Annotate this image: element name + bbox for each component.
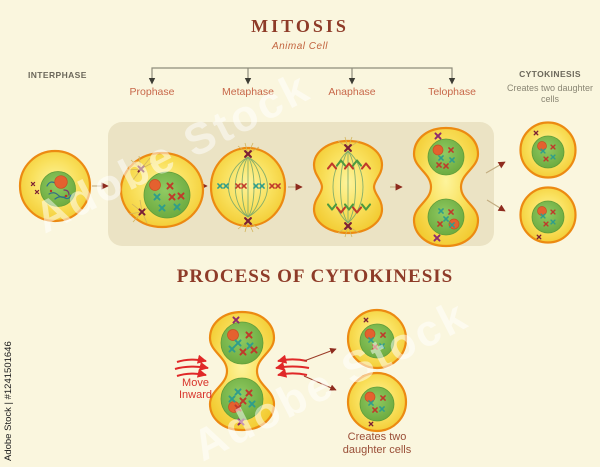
cytokinesis-section-title: PROCESS OF CYTOKINESIS — [176, 266, 454, 287]
anaphase-label: Anaphase — [328, 86, 376, 98]
nucleolus — [149, 179, 161, 191]
bracket-arrow-icon — [348, 78, 356, 85]
move-inward-label: Move Inward — [178, 377, 213, 401]
arrow-icon — [303, 348, 337, 362]
cytokinesis-daughter-cell-bottom — [346, 371, 408, 433]
split-arrows — [303, 348, 337, 391]
bracket-arrow-icon — [148, 78, 156, 85]
daughter-cell-top — [519, 121, 577, 179]
inward-arrows-left — [174, 354, 209, 378]
cytokinesis-label: CYTOKINESIS — [519, 69, 581, 79]
prophase-cell — [119, 151, 205, 229]
nucleolus — [227, 329, 239, 341]
cytokinesis-note: Creates two daughter cells — [506, 83, 594, 104]
arrow-icon — [303, 375, 337, 391]
cytokinesis-dividing-cell — [208, 310, 276, 432]
nucleolus — [432, 144, 444, 156]
phase-bracket — [148, 67, 456, 85]
metaphase-cell — [209, 142, 287, 233]
page-title: MITOSIS — [251, 16, 349, 36]
daughter-cell-bottom — [519, 186, 577, 244]
nucleolus — [54, 175, 68, 189]
cytokinesis-daughter-cell-top — [346, 308, 408, 370]
result-note: Creates two daughter cells — [342, 431, 412, 456]
bracket-arrow-icon — [244, 78, 252, 85]
inward-arrows-right — [275, 354, 310, 378]
arrow-icon — [485, 161, 506, 174]
interphase-label: INTERPHASE — [28, 70, 87, 80]
telophase-cell — [412, 126, 480, 248]
anaphase-cell — [312, 136, 384, 238]
spindle-fibers — [332, 150, 364, 224]
page-subtitle: Animal Cell — [271, 41, 329, 52]
metaphase-label: Metaphase — [222, 86, 274, 98]
arrow-icon — [486, 199, 506, 212]
interphase-cell — [18, 149, 92, 223]
telophase-label: Telophase — [428, 86, 476, 98]
prophase-label: Prophase — [129, 86, 175, 98]
bracket-arrow-icon — [448, 78, 456, 85]
side-watermark: Adobe Stock | #1241501646 — [3, 341, 14, 461]
